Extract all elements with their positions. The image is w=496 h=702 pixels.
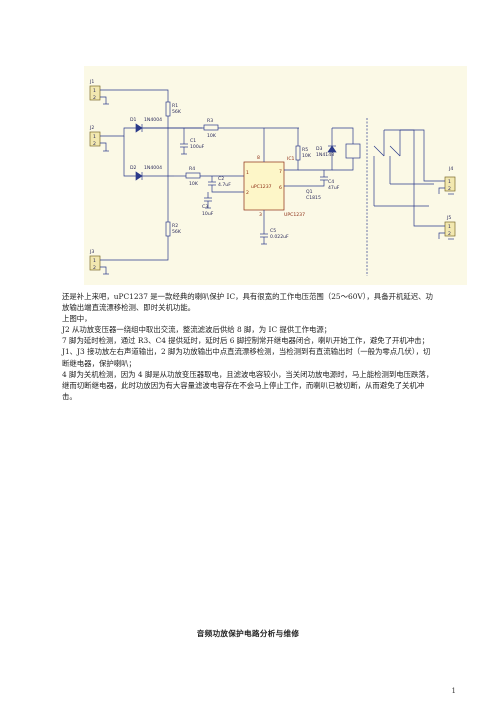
d2-value: 1N4004 bbox=[144, 165, 162, 171]
paragraph-j1-j3: J1、J3 接功放左右声道输出，2 脚为功放输出中点直流漂移检测，当检测到有直流… bbox=[62, 347, 431, 368]
r1-label: R1 bbox=[172, 103, 178, 109]
j3-pin1: 1 bbox=[93, 258, 96, 264]
d1-label: D1 bbox=[130, 117, 137, 123]
c2-label: C2 bbox=[218, 176, 224, 182]
j4-pin1: 1 bbox=[448, 179, 451, 185]
j2-label: J2 bbox=[89, 125, 94, 131]
ic-pin7: 7 bbox=[279, 169, 282, 175]
d3-value: 1N4148 bbox=[316, 152, 334, 158]
article-body: 还是补上来吧，uPC1237 是一款经典的喇叭保护 IC，具有很宽的工作电压范围… bbox=[62, 291, 434, 402]
j5-pin1: 1 bbox=[448, 224, 451, 230]
ic-pin3: 3 bbox=[259, 212, 262, 218]
ic-part: UPC1237 bbox=[284, 212, 305, 218]
j1-label: J1 bbox=[89, 79, 94, 85]
page-number: 1 bbox=[451, 687, 456, 695]
c5-value: 0.022uF bbox=[270, 234, 289, 240]
d2-label: D2 bbox=[130, 165, 137, 171]
c4-value: 47uF bbox=[328, 185, 340, 191]
j1-pin1: 1 bbox=[93, 88, 96, 94]
d3-label: D3 bbox=[316, 146, 323, 152]
j5-label: J5 bbox=[446, 215, 451, 221]
paragraph-intro: 还是补上来吧，uPC1237 是一款经典的喇叭保护 IC，具有很宽的工作电压范围… bbox=[62, 292, 433, 313]
ic-pin6: 6 bbox=[279, 185, 282, 191]
j3-label: J3 bbox=[89, 249, 94, 255]
paragraph-figure-ref: 上图中， bbox=[62, 314, 92, 324]
ic-pin8: 8 bbox=[257, 155, 260, 161]
r4-label: R4 bbox=[189, 166, 195, 172]
r3-value: 10K bbox=[207, 133, 217, 139]
section-title: 音频功放保护电路分析与维修 bbox=[196, 629, 300, 638]
ic-ref: IC1 bbox=[287, 156, 295, 162]
j1-pin2: 2 bbox=[93, 95, 96, 101]
paragraph-j2: J2 从功放变压器一绕组中取出交流，整流滤波后供给 8 脚，为 IC 提供工作电… bbox=[62, 325, 332, 335]
ic-pin2: 2 bbox=[246, 190, 249, 196]
paragraph-pin7: 7 脚为延时检测，通过 R3、C4 提供延时，延时后 6 脚控制常开继电器闭合，… bbox=[62, 336, 429, 346]
c4-label: C4 bbox=[328, 179, 334, 185]
j2-pin2: 2 bbox=[93, 141, 96, 147]
r3-label: R3 bbox=[207, 118, 213, 124]
r1-value: 56K bbox=[172, 109, 182, 115]
c3-label: C3 bbox=[202, 204, 208, 210]
c3-value: 10uF bbox=[202, 211, 214, 217]
d1-value: 1N4004 bbox=[144, 117, 162, 123]
r4-value: 10K bbox=[189, 181, 199, 187]
j5-pin2: 2 bbox=[448, 231, 451, 237]
r2-value: 56K bbox=[172, 229, 182, 235]
q1-label: Q1 bbox=[306, 189, 313, 195]
j3-pin2: 2 bbox=[93, 265, 96, 271]
j2-pin1: 1 bbox=[93, 134, 96, 140]
j4-pin2: 2 bbox=[448, 186, 451, 192]
ic-pin1: 1 bbox=[246, 170, 249, 176]
r5-label: R5 bbox=[302, 147, 308, 153]
q1-value: C1815 bbox=[306, 195, 321, 201]
paragraph-pin4: 4 脚为关机检测，因为 4 脚是从功放变压器取电，且滤波电容较小，当关闭功放电源… bbox=[62, 369, 434, 401]
circuit-schematic: J1 J2 J3 J4 J5 1 2 1 2 1 2 1 2 1 2 R1 56… bbox=[84, 66, 467, 285]
c5-label: C5 bbox=[270, 228, 276, 234]
j4-label: J4 bbox=[448, 166, 453, 172]
c2-value: 4.7uF bbox=[218, 182, 231, 188]
c1-value: 100uF bbox=[190, 144, 205, 150]
r5-value: 10K bbox=[302, 153, 312, 159]
r2-label: R2 bbox=[172, 223, 178, 229]
c1-label: C1 bbox=[190, 138, 196, 144]
ic-name: uPC1237 bbox=[251, 184, 272, 190]
